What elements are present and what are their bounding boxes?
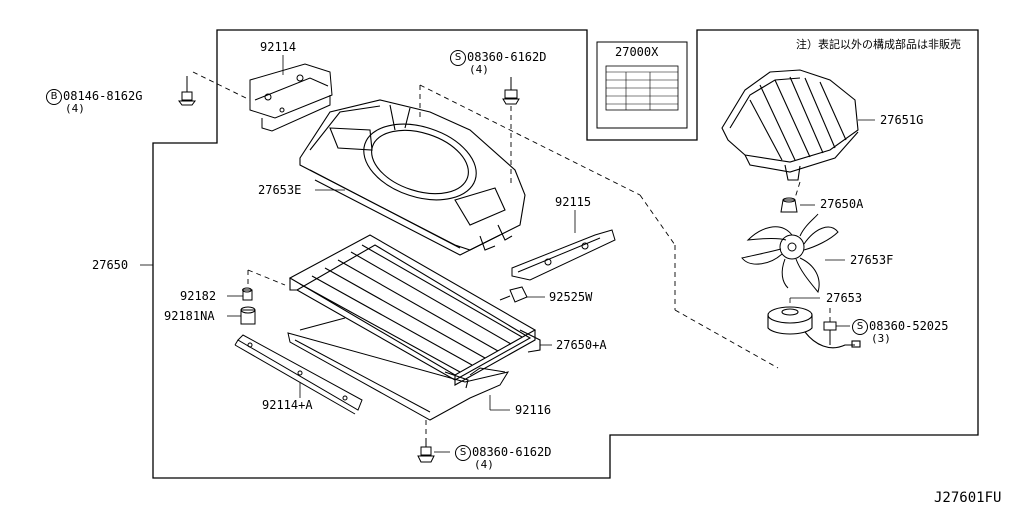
part-label-27000X[interactable]: 27000X (615, 45, 659, 59)
part-label-08360-6162D-top[interactable]: 08360-6162D (467, 50, 547, 64)
part-label-92182[interactable]: 92182 (180, 289, 217, 303)
part-label-27650[interactable]: 27650 (92, 258, 129, 272)
qty-08360-bottom: (4) (474, 458, 494, 471)
bracket-92114A-icon (234, 334, 363, 415)
part-label-92116[interactable]: 92116 (515, 403, 552, 417)
dashed-guides (192, 71, 831, 436)
part-label-92114-plus-A[interactable]: 92114+A (262, 398, 313, 412)
part-label-08360-52025[interactable]: 08360-52025 (869, 319, 949, 333)
fan-27653F-icon (741, 213, 839, 294)
part-label-92115[interactable]: 92115 (555, 195, 592, 209)
diagram-code: J27601FU (934, 490, 1002, 506)
clip-92525W-icon (499, 286, 528, 303)
condenser-27650-icon (288, 234, 541, 389)
part-label-27650-plus-A[interactable]: 27650+A (556, 338, 607, 352)
fan-shroud-27653E-icon (299, 99, 526, 256)
fan-shroud-27651G-icon (721, 69, 859, 181)
part-label-08360-6162D-bottom[interactable]: 08360-6162D (472, 445, 552, 459)
bolt-08360-bottom-icon (417, 438, 435, 463)
part-label-27653E[interactable]: 27653E (258, 183, 302, 197)
screw-symbol-S-bottom: S (455, 445, 471, 461)
part-label-92525W[interactable]: 92525W (549, 290, 593, 304)
clip-92182-icon (242, 287, 253, 301)
note-text: 注）表記以外の構成部品は非販売 (796, 38, 961, 51)
bolt-08146-icon (178, 76, 196, 106)
leader-lines (140, 55, 875, 453)
part-label-92114[interactable]: 92114 (260, 40, 297, 54)
part-label-27653[interactable]: 27653 (826, 291, 863, 305)
part-label-27653F[interactable]: 27653F (850, 253, 894, 267)
cushion-92181NA-icon (240, 306, 256, 325)
label-sticker-icon (596, 41, 688, 129)
assembly-boundary (152, 29, 979, 479)
screw-08360-52025-icon (823, 321, 837, 345)
bracket-92114-icon (249, 63, 333, 132)
screw-symbol-S-top: S (450, 50, 466, 66)
bracket-92115-icon (511, 229, 616, 281)
part-label-27650A[interactable]: 27650A (820, 197, 864, 211)
qty-08360-52025: (3) (871, 332, 891, 345)
screw-symbol-S-motor: S (852, 319, 868, 335)
part-label-08146-8162G[interactable]: 08146-8162G (63, 89, 143, 103)
bolt-symbol-B: B (46, 89, 62, 105)
part-label-92181NA[interactable]: 92181NA (164, 309, 215, 323)
bolt-08360-top-icon (502, 77, 520, 105)
qty-08146: (4) (65, 102, 85, 115)
nut-27650A-icon (780, 197, 798, 213)
motor-27653-icon (767, 306, 861, 349)
part-label-27651G[interactable]: 27651G (880, 113, 924, 127)
qty-08360-top: (4) (469, 63, 489, 76)
guide-92116-icon (287, 317, 510, 421)
